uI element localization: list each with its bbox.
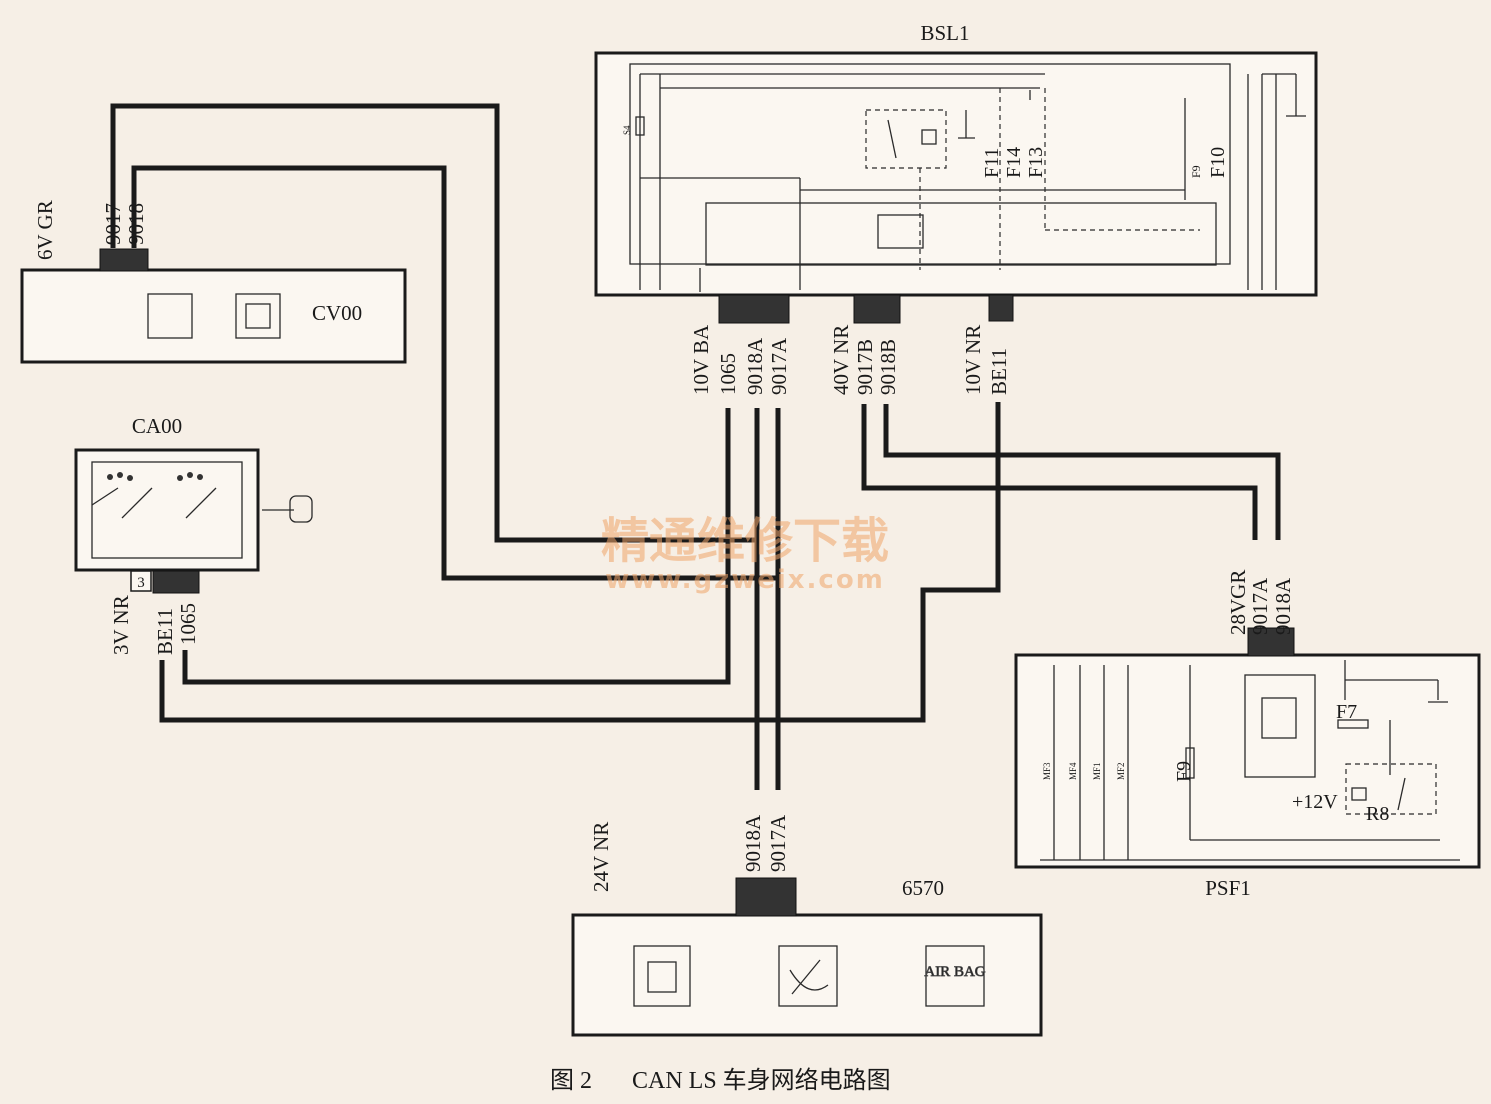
ca00-connector-label: 3V NR <box>109 595 133 655</box>
bsl1-relay-switch <box>887 119 897 159</box>
cv00-diagnostic-socket-icon <box>235 293 281 339</box>
m6570-name: 6570 <box>902 876 944 900</box>
bsl1-pin-9018b: 9018B <box>876 339 900 395</box>
bsl1-fuse-f11: F11 <box>981 148 1003 178</box>
cv00-connector <box>99 248 149 272</box>
bsl1-connector-10v-nr <box>988 294 1014 322</box>
psf1-connector <box>1247 627 1295 657</box>
bsl1-fuse-f10: F10 <box>1207 147 1229 178</box>
psf1-relay-r8: R8 <box>1366 803 1389 825</box>
psf1-box <box>1014 653 1481 869</box>
ca00-pin-1065: 1065 <box>176 603 200 645</box>
ca00-switch-3 <box>185 487 217 519</box>
module-ca00: CA00 3 3V NR BE11 1065 <box>74 414 313 655</box>
ignition-key-icon <box>289 495 313 523</box>
cv00-pin-9018: 9018 <box>124 203 148 245</box>
cv00-box <box>20 268 407 364</box>
bsl1-chip <box>877 214 924 249</box>
m6570-airbag-icon <box>925 945 985 1007</box>
bsl1-connector-10v-ba <box>718 294 790 324</box>
module-cv00: 6V GR 9017 9018 CV00 <box>20 200 407 364</box>
psf1-ecu-block <box>1244 674 1316 778</box>
bsl1-pin-9017b: 9017B <box>853 339 877 395</box>
m6570-airbag-text: AIR BAG <box>924 964 985 980</box>
bsl1-pin-be11: BE11 <box>987 348 1011 395</box>
ca00-box <box>74 448 260 572</box>
bsl1-name: BSL1 <box>920 21 969 45</box>
cv00-connector-label: 6V GR <box>33 200 57 260</box>
wire-bsl1-9017b <box>861 404 1258 540</box>
psf1-label-mf2: MF2 <box>1116 762 1126 780</box>
psf1-relay-box <box>1345 763 1437 815</box>
bsl1-conn2-label: 40V NR <box>829 325 853 395</box>
m6570-sensor-icon <box>778 945 838 1007</box>
wire-cv00-9018 <box>131 165 778 581</box>
cv00-name: CV00 <box>312 301 362 325</box>
bsl1-label-s4: S4 <box>622 125 632 135</box>
watermark: 精通维修下载 www.gzweix.com <box>601 513 889 595</box>
bsl1-internal-frame <box>629 63 1231 265</box>
ca00-switch-1 <box>91 487 119 506</box>
wire-bsl1-1065 <box>182 408 731 685</box>
bsl1-pin-9017a: 9017A <box>767 337 791 395</box>
m6570-connector <box>735 877 797 917</box>
ca00-connector <box>152 570 200 594</box>
ca00-switch-2 <box>121 487 153 519</box>
psf1-fuse-f7: F7 <box>1336 701 1357 723</box>
bsl1-fuse-f14: F14 <box>1003 147 1025 178</box>
ca00-pin-be11: BE11 <box>153 608 177 655</box>
psf1-connector-label: 28VGR <box>1226 570 1250 635</box>
bsl1-pin-1065: 1065 <box>716 353 740 395</box>
psf1-label-mf1: MF1 <box>1092 762 1102 780</box>
psf1-relay-switch <box>1397 777 1406 811</box>
psf1-label-mf4: MF4 <box>1068 762 1078 780</box>
watermark-line1: 精通维修下载 <box>601 513 889 569</box>
bsl1-box <box>594 51 1318 297</box>
bsl1-connector-40v-nr <box>853 294 901 324</box>
bsl1-fuse-f9: F9 <box>1189 165 1203 178</box>
bsl1-fuse-f13: F13 <box>1025 147 1047 178</box>
psf1-fuse-f7-symbol <box>1337 719 1369 729</box>
m6570-pin-9017a: 9017A <box>766 814 790 872</box>
psf1-fuse-f9-symbol <box>1185 747 1195 779</box>
m6570-pin-9018a: 9018A <box>741 814 765 872</box>
module-bsl1: BSL1 S4 F11 F14 F1 <box>594 21 1318 395</box>
psf1-name: PSF1 <box>1205 876 1251 900</box>
bsl1-conn1-label: 10V BA <box>689 324 713 395</box>
cv00-chip-icon <box>147 293 193 339</box>
figure-caption: 图 2 CAN LS 车身网络电路图 <box>550 1067 891 1094</box>
psf1-voltage: +12V <box>1292 791 1338 813</box>
m6570-chip-icon <box>633 945 691 1007</box>
module-6570: 24V NR 9018A 9017A 6570 AIR BAG <box>571 814 1043 1037</box>
bsl1-conn3-label: 10V NR <box>961 325 985 395</box>
m6570-connector-label: 24V NR <box>589 822 613 892</box>
watermark-line2: www.gzweix.com <box>605 565 885 595</box>
psf1-pin-9017a: 9017A <box>1248 577 1272 635</box>
psf1-pin-9018a: 9018A <box>1271 577 1295 635</box>
bsl1-ecu-block <box>705 202 1217 266</box>
psf1-fuse-f9: F9 <box>1173 761 1195 782</box>
wires <box>110 103 1281 790</box>
caption-figure: 图 2 <box>550 1068 592 1094</box>
ca00-pin-number: 3 <box>137 575 145 591</box>
module-psf1: 28VGR 9017A 9018A F7 F9 +12V R8 MF3 MF4 … <box>1014 570 1481 900</box>
bsl1-relay-box <box>865 109 947 169</box>
wire-bsl1-9018b <box>883 404 1281 540</box>
ca00-name: CA00 <box>132 414 182 438</box>
bsl1-pin-9018a: 9018A <box>743 337 767 395</box>
caption-title: CAN LS 车身网络电路图 <box>632 1067 891 1094</box>
wire-bsl1-be11 <box>159 402 1001 723</box>
psf1-chip <box>1261 697 1297 739</box>
psf1-label-mf3: MF3 <box>1042 762 1052 780</box>
cv00-pin-9017: 9017 <box>101 203 125 245</box>
